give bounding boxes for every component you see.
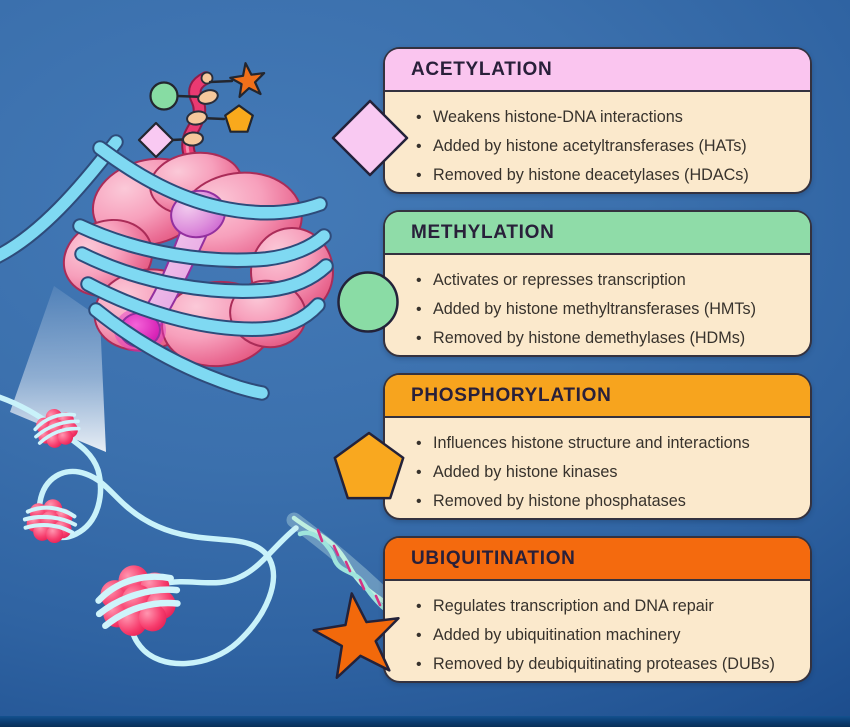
bullet-item: Added by ubiquitination machinery [416,621,802,650]
bullet-item: Influences histone structure and interac… [416,429,802,458]
star-badge-icon [312,592,400,679]
bullet-list: Regulates transcription and DNA repair A… [385,592,810,679]
bullet-item: Regulates transcription and DNA repair [416,592,802,621]
diamond-icon [137,121,175,159]
card-title: ACETYLATION [411,58,553,80]
card-body: Activates or represses transcription Add… [385,266,810,353]
card-header: METHYLATION [385,212,810,255]
bullet-list: Activates or represses transcription Add… [385,266,810,353]
diamond-badge-icon [331,99,409,177]
tail-attachment-sites [182,89,219,147]
card-body: Influences histone structure and interac… [385,429,810,516]
bullet-item: Weakens histone-DNA interactions [416,103,802,132]
card-header: UBIQUITINATION [385,538,810,581]
card-title: UBIQUITINATION [411,547,576,569]
card-body: Weakens histone-DNA interactions Added b… [385,103,810,190]
bullet-item: Removed by histone demethylases (HDMs) [416,324,802,353]
card-header: ACETYLATION [385,49,810,92]
card-methylation: METHYLATION Activates or represses trans… [337,210,812,357]
bullet-item: Added by histone kinases [416,458,802,487]
circle-badge-icon [337,271,399,333]
dna-wraps [72,140,334,401]
star-icon [229,62,266,99]
bullet-item: Added by histone methyltransferases (HMT… [416,295,802,324]
circle-icon [149,81,179,111]
card-body: Regulates transcription and DNA repair A… [385,592,810,679]
card-title: PHOSPHORYLATION [411,384,612,406]
pentagon-badge-icon [333,431,405,500]
nucleosome-bead [89,556,185,644]
bullet-item: Added by histone acetyltransferases (HAT… [416,132,802,161]
card-phosphorylation: PHOSPHORYLATION Influences histone struc… [333,373,812,520]
bullet-list: Influences histone structure and interac… [385,429,810,516]
card-title: METHYLATION [411,221,555,243]
card-ubiquitination: UBIQUITINATION Regulates transcription a… [312,536,812,683]
card-header: PHOSPHORYLATION [385,375,810,418]
bullet-item: Removed by histone deacetylases (HDACs) [416,161,802,190]
bullet-item: Removed by histone phosphatases [416,487,802,516]
bullet-item: Removed by deubiquitinating proteases (D… [416,650,802,679]
bottom-edge-band [0,716,850,727]
bullet-list: Weakens histone-DNA interactions Added b… [385,103,810,190]
pentagon-icon [224,104,254,133]
bullet-item: Activates or represses transcription [416,266,802,295]
card-acetylation: ACETYLATION Weakens histone-DNA interact… [331,47,812,194]
